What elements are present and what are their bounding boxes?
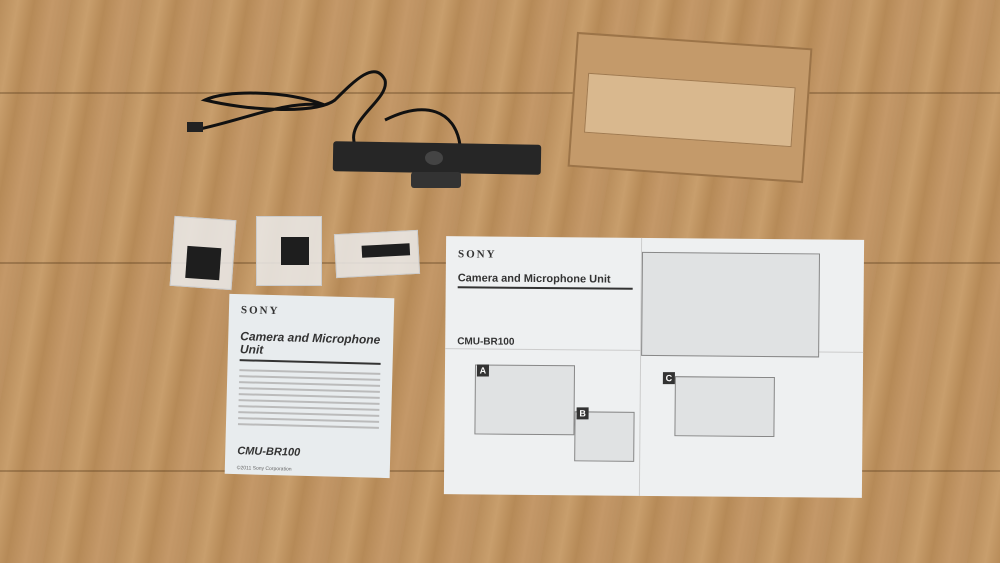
accessory-bag: [256, 216, 322, 286]
manual-title: Camera and Microphone Unit: [239, 329, 382, 366]
diagram-panel: [641, 251, 820, 358]
camera-stand: [411, 172, 461, 188]
floor-seam: [0, 92, 1000, 94]
diagram-panel-c: [674, 376, 775, 438]
panel-label-b: B: [576, 407, 589, 420]
installation-sheet: SONY Camera and Microphone Unit CMU-BR10…: [443, 236, 865, 498]
panel-label-a: A: [476, 364, 490, 377]
panel-label-c: C: [662, 372, 675, 385]
manual-copyright: ©2011 Sony Corporation: [236, 465, 292, 473]
sheet-model: CMU-BR100: [457, 336, 515, 348]
brand-logo: SONY: [457, 248, 497, 261]
manual-booklet: SONY Camera and Microphone Unit CMU-BR10…: [224, 293, 395, 479]
diagram-panel-a: [474, 364, 576, 436]
usb-cable: [187, 70, 462, 146]
camera-bar: [332, 141, 542, 175]
camera-lens: [424, 150, 444, 166]
cardboard-box: [567, 31, 813, 184]
brand-logo: SONY: [240, 304, 280, 318]
accessory-bag: [169, 215, 237, 291]
accessory-bag: [333, 229, 421, 279]
manual-model: CMU-BR100: [237, 445, 301, 460]
sheet-title: Camera and Microphone Unit: [457, 272, 633, 290]
